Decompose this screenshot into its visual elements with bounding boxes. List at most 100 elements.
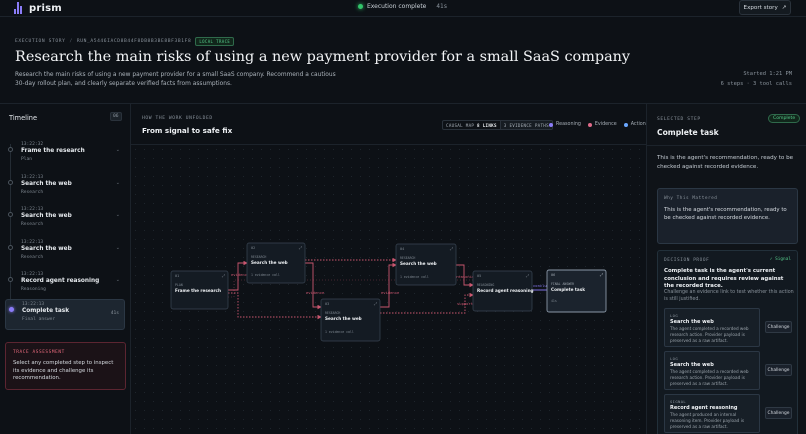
timeline-item-time: 13:22:13 xyxy=(22,302,45,307)
evidence-desc: The agent produced an internal reasoning… xyxy=(670,412,744,429)
timeline-item-kind: Plan xyxy=(21,157,33,162)
challenge-button[interactable]: Challenge xyxy=(765,364,792,376)
legend-label: Action xyxy=(630,122,646,127)
evidence-card[interactable]: SIGNAL Record agent reasoning The agent … xyxy=(664,394,760,433)
links-count: 8 LINKS xyxy=(477,122,497,128)
prism-logo-icon xyxy=(14,2,24,14)
evidence-desc: The agent completed a recorded web resea… xyxy=(670,369,749,386)
flow-canvas[interactable]: evidence evidence evidence reasoning sup… xyxy=(131,144,646,434)
edge-03-04[interactable] xyxy=(380,262,397,308)
flow-node-01[interactable]: 01 PLAN Frame the research xyxy=(170,270,229,310)
timeline-item-selected[interactable]: 13:22:13 Complete task Final answer 41s xyxy=(5,299,125,330)
selected-eyebrow: SELECTED STEP xyxy=(657,117,701,122)
timeline-item-name: Search the web xyxy=(21,181,72,187)
node-name: Record agent reasoning xyxy=(477,288,534,293)
expand-icon[interactable]: ⤢ xyxy=(526,273,530,278)
node-num: 03 xyxy=(325,302,329,306)
node-meta: 1 evidence call xyxy=(251,273,280,277)
timeline-dot-icon xyxy=(8,245,13,250)
edge-04-05[interactable] xyxy=(456,264,474,288)
timeline-item-time: 13:22:13 xyxy=(21,175,44,180)
timeline-count: 06 xyxy=(110,112,122,121)
node-meta: 41s xyxy=(551,299,557,303)
legend-label: Reasoning xyxy=(556,122,581,127)
evidence-card[interactable]: LOG Search the web The agent completed a… xyxy=(664,351,760,390)
why-body: This is the agent's recommendation, read… xyxy=(664,207,787,222)
node-tag: RESEARCH xyxy=(325,311,340,315)
proof-note: Challenge an evidence link to test wheth… xyxy=(664,290,794,302)
legend-dot-icon xyxy=(549,122,553,127)
node-tag: REASONING xyxy=(477,283,494,287)
execution-status-label: Execution complete xyxy=(367,3,427,10)
node-num: 02 xyxy=(251,246,255,250)
node-num: 01 xyxy=(175,274,179,278)
timeline-item-kind: Research xyxy=(21,255,44,260)
expand-icon[interactable]: ⤢ xyxy=(299,245,303,250)
challenge-button[interactable]: Challenge xyxy=(765,321,792,333)
timeline-dot-icon xyxy=(8,147,13,152)
node-num: 06 xyxy=(551,273,555,277)
selected-step-panel: SELECTED STEP Complete Complete task Thi… xyxy=(646,103,806,434)
chevron-down-icon[interactable]: ⌄ xyxy=(115,212,120,218)
proof-statement: Complete task is the agent's current con… xyxy=(664,268,784,290)
timeline-item-time: 13:22:13 xyxy=(21,272,44,277)
edge-03-05[interactable] xyxy=(380,292,474,314)
edge-02-03[interactable] xyxy=(305,262,322,310)
evidence-name: Search the web xyxy=(670,319,714,325)
export-story-button[interactable]: Export story ↗ xyxy=(739,0,791,15)
timeline-item-kind: Reasoning xyxy=(21,287,46,292)
map-eyebrow: HOW THE WORK UNFOLDED xyxy=(142,116,213,121)
timeline-item[interactable]: 13:22:13 Search the web Research ⌄ xyxy=(5,205,125,235)
timeline-item[interactable]: 13:22:32 Frame the research Plan ⌄ xyxy=(5,140,125,170)
breadcrumb-root[interactable]: EXECUTION STORY xyxy=(15,39,66,44)
run-stats: 6 steps · 3 tool calls xyxy=(720,81,792,87)
expand-icon[interactable]: ⤢ xyxy=(450,246,454,251)
brand[interactable]: prism xyxy=(14,0,62,16)
edge-01-05[interactable] xyxy=(228,279,473,298)
timeline-item-time: 13:22:13 xyxy=(21,240,44,245)
timeline-title: Timeline xyxy=(9,114,38,122)
flow-node-06-selected[interactable]: 06 FINAL ANSWER Complete task 41s xyxy=(546,269,607,313)
evidence-card[interactable]: LOG Search the web The agent completed a… xyxy=(664,308,760,347)
run-id: RUN_A5446IACD8B44F8DB8B3BE8BF3B1F8 xyxy=(76,39,192,44)
timeline-item-time: 13:22:13 xyxy=(21,207,44,212)
timeline-item-name: Frame the research xyxy=(21,148,85,154)
timeline-item[interactable]: 13:22:13 Search the web Research ⌄ xyxy=(5,238,125,268)
chevron-down-icon[interactable]: ⌄ xyxy=(115,245,120,251)
timeline-item-kind: Research xyxy=(21,222,44,227)
chevron-down-icon[interactable]: ⌄ xyxy=(115,180,120,186)
expand-icon[interactable]: ⤢ xyxy=(600,272,604,277)
proof-title: DECISION PROOF xyxy=(664,258,710,263)
flow-graph: evidence evidence evidence reasoning sup… xyxy=(170,242,607,342)
breadcrumb: EXECUTION STORY / RUN_A5446IACD8B44F8DB8… xyxy=(15,37,235,46)
execution-status: Execution complete 41s xyxy=(358,3,447,10)
chevron-down-icon[interactable]: ⌄ xyxy=(115,147,120,153)
evidence-tag: SIGNAL xyxy=(670,399,687,404)
node-name: Search the web xyxy=(251,260,288,265)
flow-node-02[interactable]: 02 RESEARCH Search the web 1 evidence ca… xyxy=(246,242,306,284)
timeline-item-kind: Final answer xyxy=(22,317,56,322)
timeline-item-time: 13:22:32 xyxy=(21,142,44,147)
timeline-dot-icon xyxy=(8,180,13,185)
edge-label-evidence: evidence xyxy=(306,290,325,295)
challenge-button[interactable]: Challenge xyxy=(765,407,792,419)
timeline-item-name: Search the web xyxy=(21,246,72,252)
node-tag: PLAN xyxy=(175,283,183,287)
expand-icon[interactable]: ⤢ xyxy=(374,301,378,306)
node-name: Search the web xyxy=(325,316,362,321)
timeline-item[interactable]: 13:22:13 Search the web Research ⌄ xyxy=(5,173,125,203)
timeline-item[interactable]: 13:22:13 Record agent reasoning Reasonin… xyxy=(5,270,125,300)
expand-icon[interactable]: ⤢ xyxy=(222,273,226,278)
divider xyxy=(647,145,806,146)
why-this-mattered: Why This Mattered This is the agent's re… xyxy=(657,188,798,244)
edge-01-02[interactable] xyxy=(228,260,248,291)
flow-node-04[interactable]: 04 RESEARCH Search the web 1 evidence ca… xyxy=(395,243,457,286)
flow-node-05[interactable]: 05 REASONING Record agent reasoning xyxy=(472,270,534,312)
signal-badge: ✓ Signal xyxy=(769,257,791,262)
edge-01-03[interactable] xyxy=(228,292,322,320)
selected-description: This is the agent's recommendation, read… xyxy=(657,155,794,170)
flow-node-03[interactable]: 03 RESEARCH Search the web 1 evidence ca… xyxy=(320,298,381,342)
trace-assessment-body: Select any completed step to inspect its… xyxy=(13,360,114,382)
chevron-down-icon[interactable]: ⌄ xyxy=(115,277,120,283)
edge-label-evidence: evidence xyxy=(381,290,400,295)
